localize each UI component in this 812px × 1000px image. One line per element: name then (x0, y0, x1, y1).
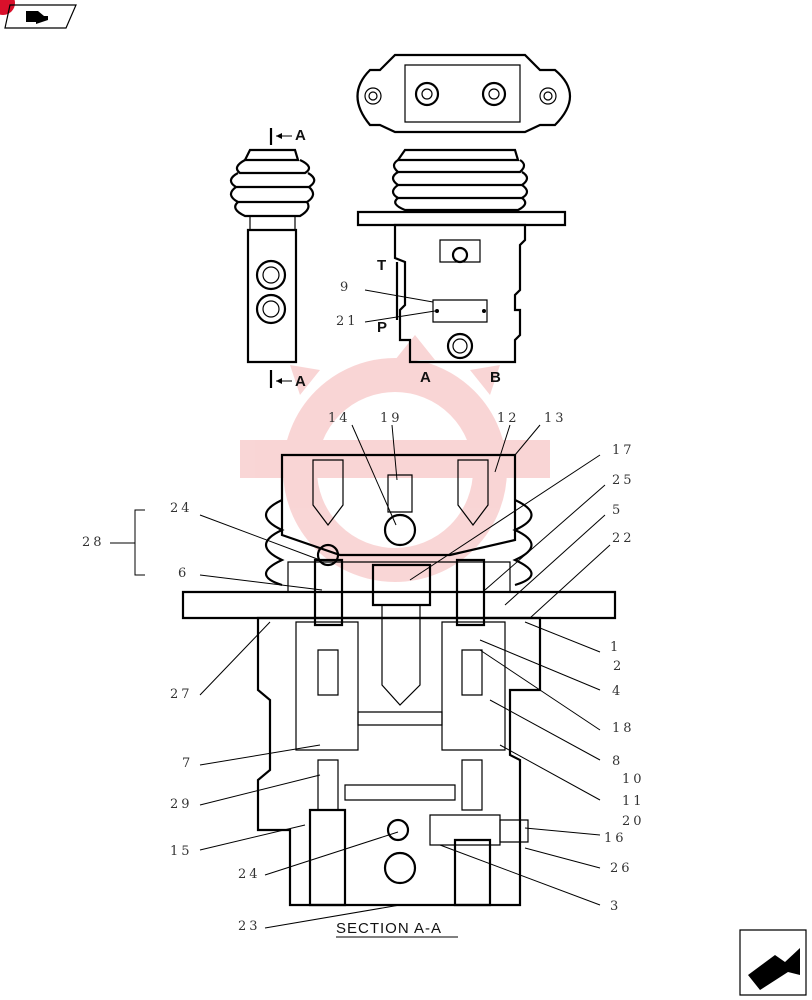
callout-15: 15 (170, 844, 193, 859)
callout-22: 22 (612, 531, 635, 546)
port-a-label: A (420, 369, 431, 386)
section-title: SECTION A-A (336, 920, 442, 937)
callout-9: 9 (340, 280, 351, 295)
callout-29: 29 (170, 797, 193, 812)
port-p-label: P (377, 319, 387, 336)
callout-27: 27 (170, 687, 193, 702)
callout-19: 19 (380, 411, 403, 426)
callout-7: 7 (182, 756, 193, 771)
callout-8: 8 (612, 754, 623, 769)
callout-13: 13 (544, 411, 567, 426)
top-view (356, 53, 571, 134)
callout-16: 16 (604, 831, 627, 846)
port-b-label: B (490, 369, 501, 386)
front-view (356, 148, 567, 364)
leader-lines (110, 289, 611, 929)
callout-1: 1 (610, 640, 621, 655)
back-arrow-icon[interactable] (4, 4, 77, 29)
callout-4: 4 (612, 684, 623, 699)
callout-24-lower: 24 (238, 867, 261, 882)
callout-23: 23 (238, 919, 261, 934)
callout-14: 14 (328, 411, 351, 426)
callout-5: 5 (612, 503, 623, 518)
callout-20: 20 (622, 814, 645, 829)
section-letter-top: A (295, 127, 306, 144)
callout-28: 28 (82, 535, 105, 550)
callout-3: 3 (610, 899, 621, 914)
callout-10: 10 (622, 772, 645, 787)
callout-12: 12 (497, 411, 520, 426)
section-marker-bottom: A (276, 373, 306, 390)
callout-17: 17 (612, 443, 635, 458)
section-marker-top: A (276, 127, 306, 144)
callout-26: 26 (610, 861, 633, 876)
callout-25: 25 (612, 473, 635, 488)
section-view (181, 453, 617, 907)
port-t-label: T (377, 257, 386, 274)
callout-18: 18 (612, 721, 635, 736)
watermark-logo (240, 335, 550, 582)
side-view (229, 128, 316, 388)
callout-21: 21 (336, 314, 359, 329)
callout-2: 2 (613, 659, 624, 674)
callout-24-upper: 24 (170, 501, 193, 516)
section-letter-bottom: A (295, 373, 306, 390)
corner-badge (0, 0, 15, 15)
callout-11: 11 (622, 794, 645, 809)
callout-6: 6 (178, 566, 189, 581)
forward-arrow-icon[interactable] (739, 929, 807, 996)
